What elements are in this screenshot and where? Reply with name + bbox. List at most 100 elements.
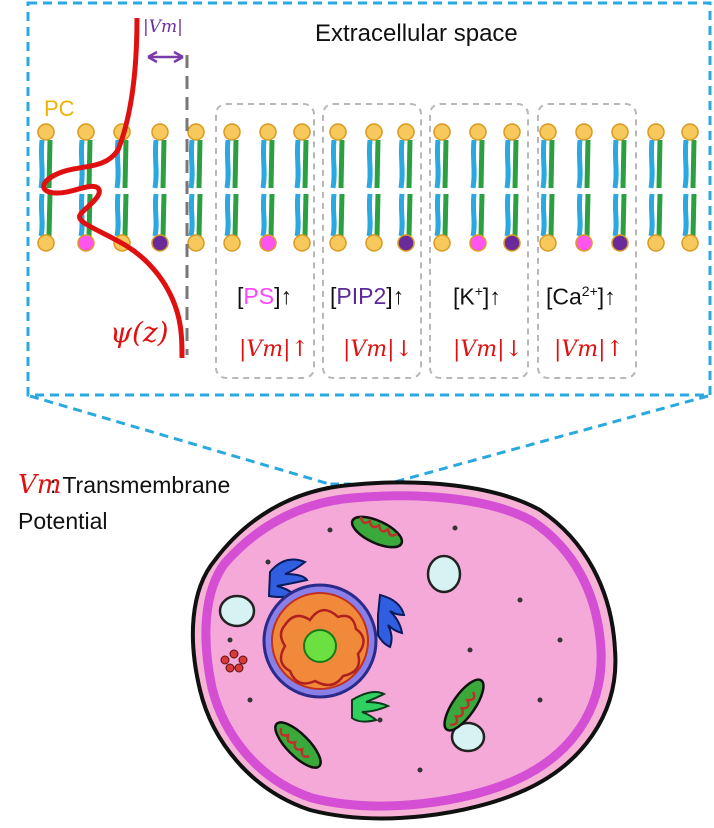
lipid-tail — [374, 139, 381, 189]
lipid-tail — [540, 193, 547, 237]
lipid-tail — [160, 139, 167, 189]
lipid-tail — [232, 139, 239, 189]
lipid-tail — [478, 139, 485, 189]
panel-condition-ca: [Ca2+]↑ — [546, 283, 616, 310]
panel-box-ps — [215, 103, 315, 379]
pc-head-icon — [681, 234, 699, 252]
lipid-tail — [38, 193, 45, 237]
pip2-head-icon — [397, 234, 415, 252]
lipid-tail — [268, 139, 275, 189]
pc-head-icon — [293, 123, 311, 141]
lipid-tail — [540, 139, 547, 189]
lipid-tail — [620, 193, 627, 237]
pip2-head-icon — [611, 234, 629, 252]
extracellular-space-label: Extracellular space — [315, 20, 518, 47]
lipid-tail — [302, 193, 309, 237]
legend-text-line1: : Transmembrane — [50, 472, 231, 498]
nucleus-icon — [262, 583, 378, 699]
lipid-tail — [690, 139, 697, 189]
ps-head-icon — [77, 234, 95, 252]
pc-label: PC — [44, 96, 75, 121]
mitochondrion-icon — [443, 678, 485, 732]
panel-box-pip2 — [322, 103, 422, 379]
lipid-tail — [584, 139, 591, 189]
lipid-tail — [122, 193, 129, 237]
pc-head-icon — [223, 123, 241, 141]
lipid-tail — [232, 193, 239, 237]
panel-effect-ca: |Vm|↑ — [554, 337, 625, 362]
psi-label: ψ(z) — [110, 316, 169, 349]
lipid-tail — [548, 139, 555, 189]
lipid-tail — [584, 193, 591, 237]
cell-icon — [190, 480, 618, 821]
zoom-line-right — [379, 394, 709, 488]
pc-head-icon — [329, 234, 347, 252]
panel-box-k — [429, 103, 529, 379]
zoom-line-left — [29, 394, 337, 488]
lipid-tail — [682, 139, 689, 189]
lipid-tail — [612, 193, 619, 237]
lipid-tail — [576, 139, 583, 189]
mitochondrion-icon — [274, 721, 322, 769]
pc-head-icon — [433, 234, 451, 252]
lipid-tail — [470, 139, 477, 189]
pc-head-icon — [259, 123, 277, 141]
pc-head-icon — [681, 123, 699, 141]
pc-head-icon — [365, 123, 383, 141]
lipid-tail — [512, 139, 519, 189]
pc-head-icon — [329, 123, 347, 141]
pc-head-icon — [469, 123, 487, 141]
lipid-tail — [504, 193, 511, 237]
vacuole-icon — [218, 594, 256, 628]
lipid-tail — [406, 139, 413, 189]
panel-condition-ps: [PS]↑ — [237, 283, 292, 309]
lipid-tail — [434, 139, 441, 189]
lipid-tail — [690, 193, 697, 237]
pip2-head-icon — [151, 234, 169, 252]
lipid-tail — [188, 139, 195, 189]
lipid-tail — [406, 193, 413, 237]
lipid-tail — [548, 193, 555, 237]
lipid-tail — [656, 139, 663, 189]
pc-head-icon — [223, 234, 241, 252]
lipid-tail — [122, 139, 129, 189]
pc-head-icon — [575, 123, 593, 141]
lipid-tail — [478, 193, 485, 237]
lipid-tail — [294, 193, 301, 237]
lipid-tail — [260, 139, 267, 189]
lipid-tail — [152, 193, 159, 237]
vacuole-icon — [426, 554, 462, 594]
lipid-tail — [152, 139, 159, 189]
pc-head-icon — [647, 234, 665, 252]
legend-symbol: Vm — [18, 470, 62, 500]
pc-head-icon — [539, 123, 557, 141]
lipid-tail — [442, 139, 449, 189]
lipid-tail — [114, 193, 121, 237]
lipid-tail — [470, 193, 477, 237]
lipid-tail — [620, 139, 627, 189]
lipid-bilayer-icon — [37, 123, 699, 252]
zoom-frame — [26, 1, 712, 397]
lipid-tail — [196, 193, 203, 237]
lipid-tail — [330, 193, 337, 237]
lipid-tail — [576, 193, 583, 237]
legend-text-line2: Potential — [18, 508, 108, 534]
lipid-tail — [38, 139, 45, 189]
mitochondrion-icon — [350, 515, 404, 549]
lipid-tail — [196, 139, 203, 189]
lipid-tail — [442, 193, 449, 237]
lipid-tail — [648, 193, 655, 237]
lipid-tail — [260, 193, 267, 237]
panel-condition-pip2: [PIP2]↑ — [330, 283, 405, 309]
pc-head-icon — [539, 234, 557, 252]
potential-curve — [41, 17, 185, 359]
lipid-tail — [302, 139, 309, 189]
lipid-tail — [160, 193, 167, 237]
vm-arrow-label: |Vm| — [143, 17, 183, 37]
lipid-tail — [504, 139, 511, 189]
vacuole-icon — [450, 721, 486, 753]
pc-head-icon — [187, 123, 205, 141]
lipid-tail — [682, 193, 689, 237]
ps-head-icon — [259, 234, 277, 252]
